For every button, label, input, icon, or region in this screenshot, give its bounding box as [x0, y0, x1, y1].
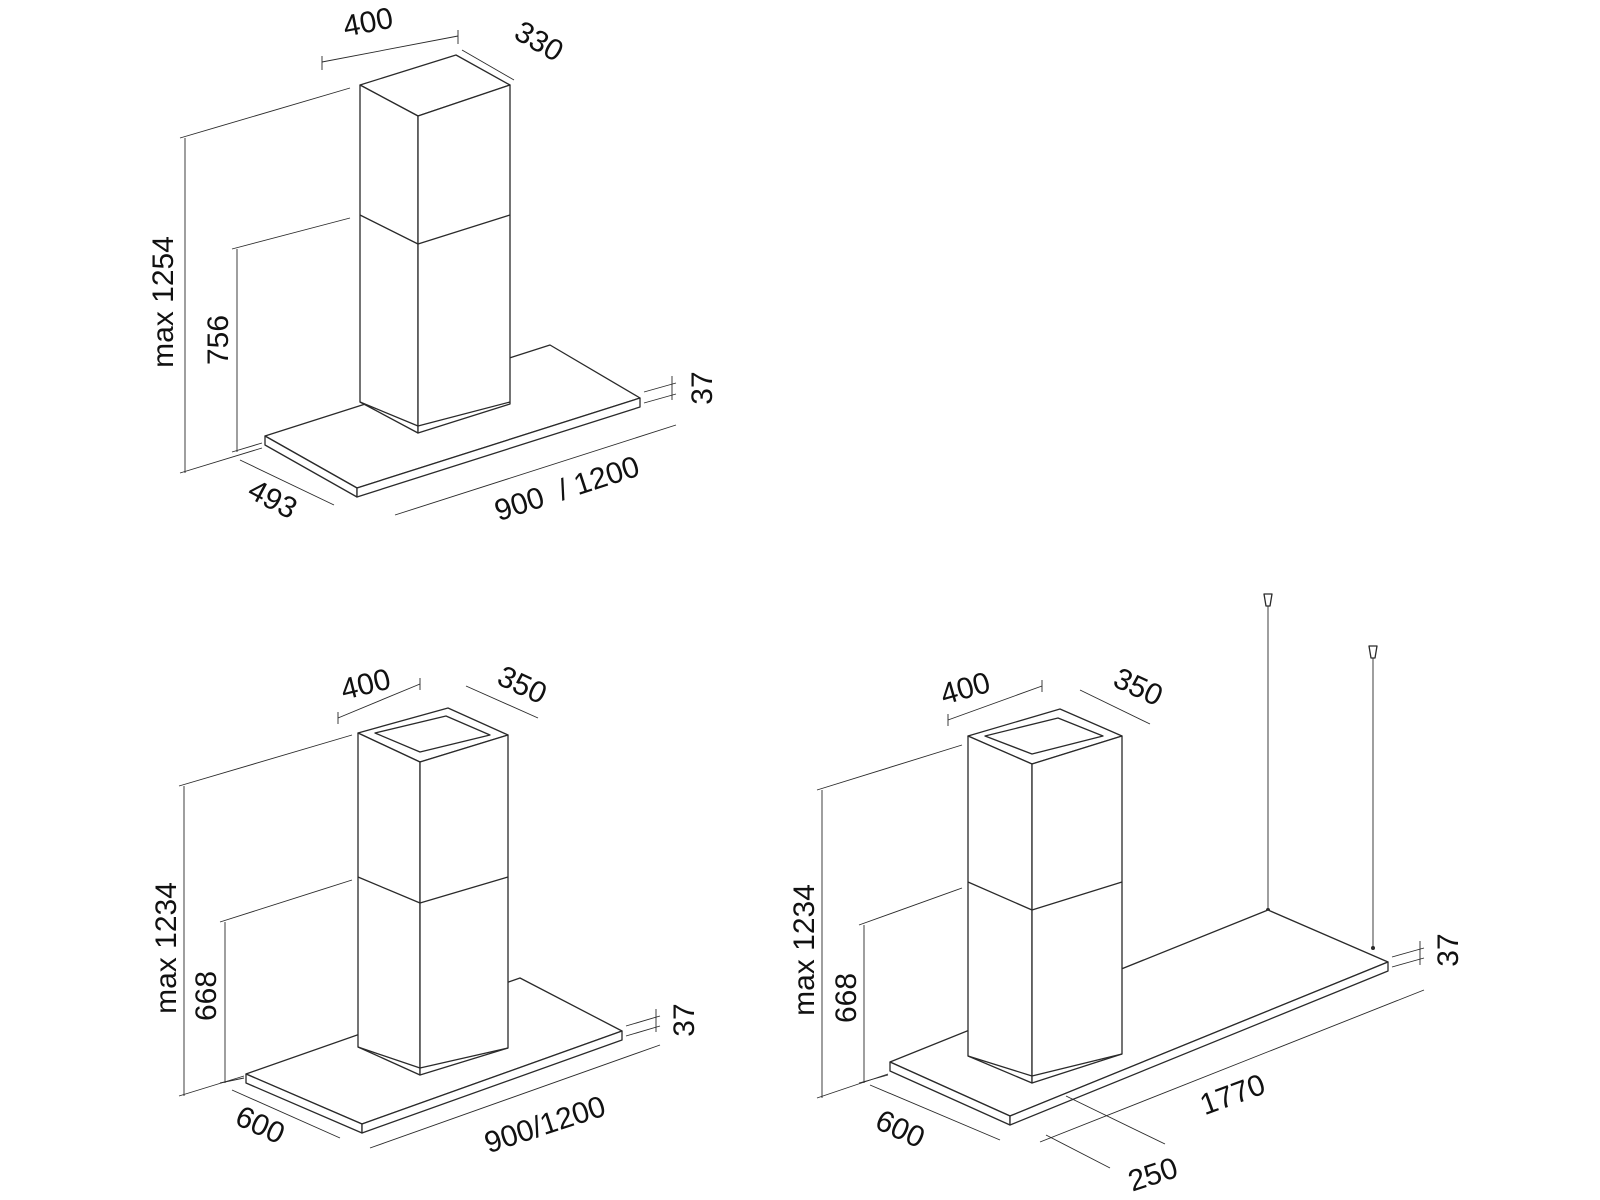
diagram-a-canopy-depth-label: 493: [243, 473, 303, 526]
diagram-a-chimney-width-label: 400: [340, 2, 395, 44]
diagram-b-chimney: [357, 707, 509, 1076]
diagram-b-min-height-label: 668: [190, 971, 223, 1021]
diagram-c-max-height-label: max 1234: [788, 884, 821, 1016]
diagram-c-canopy-depth-label: 600: [870, 1104, 929, 1155]
diagram-b-canopy-depth-label: 600: [230, 1100, 289, 1151]
diagram-b-canopy-thickness-label: 37: [668, 1003, 701, 1036]
diagram-a-dimension-lines: [179, 30, 677, 516]
diagram-b-max-height-label: max 1234: [150, 882, 183, 1014]
diagram-c-suspension-cables: [1263, 593, 1378, 950]
diagram-b-dimension-lines: [178, 678, 661, 1149]
diagram-c-dimension-lines: [816, 680, 1425, 1169]
diagram-b-canopy-width-label: 900/1200: [480, 1090, 609, 1160]
diagram-a: 400 330 max 1254 756 37 493 900 / 1200: [147, 2, 719, 528]
diagram-b-chimney-width-label: 400: [337, 663, 394, 707]
diagram-c-canopy: [889, 909, 1389, 1126]
diagram-c-min-height-label: 668: [830, 973, 863, 1023]
diagram-c-chimney: [967, 708, 1123, 1084]
diagram-a-chimney-depth-label: 330: [509, 15, 569, 69]
diagram-c-chimney-depth-label: 350: [1108, 662, 1167, 713]
diagram-a-canopy-width-label: 900 / 1200: [491, 450, 644, 528]
diagram-a-min-height-label: 756: [202, 315, 235, 365]
diagram-b: 400 350 max 1234 668 37 600 900/1200: [150, 660, 701, 1160]
diagram-c: 400 350 max 1234 668 37 600 1770 250: [788, 593, 1465, 1199]
diagram-c-chimney-width-label: 400: [937, 666, 994, 712]
diagram-c-chimney-offset-label: 250: [1124, 1152, 1182, 1199]
diagram-a-canopy-thickness-label: 37: [686, 371, 719, 404]
diagram-c-canopy-thickness-label: 37: [1432, 933, 1465, 966]
diagram-b-chimney-depth-label: 350: [492, 660, 551, 711]
diagram-a-max-height-label: max 1254: [147, 236, 180, 368]
diagram-a-chimney: [359, 54, 511, 434]
